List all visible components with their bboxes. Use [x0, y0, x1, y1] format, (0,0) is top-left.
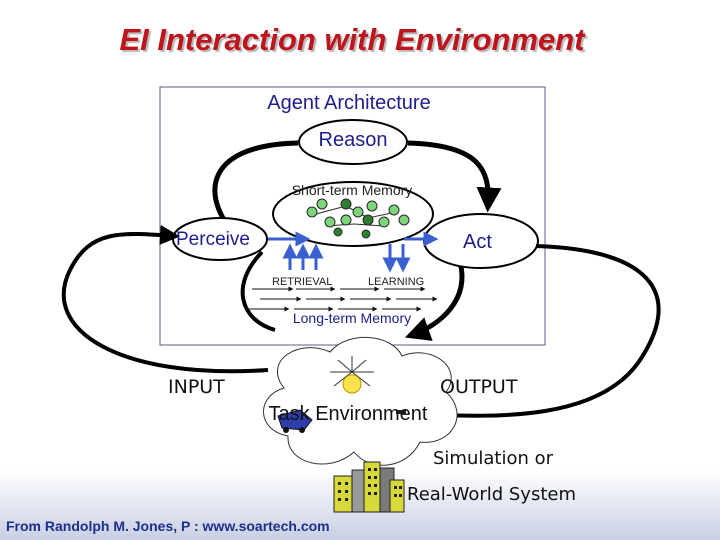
vehicle-icon — [277, 409, 313, 433]
reason-label: Reason — [318, 129, 388, 151]
task-environment-label: Task Environment — [268, 403, 428, 425]
long-term-memory-label: Long-term Memory — [292, 310, 412, 326]
sun-icon — [330, 356, 374, 394]
cycle-loop-right — [407, 140, 502, 213]
act-to-ltm-curve — [404, 261, 465, 341]
long-term-memory-rules — [248, 286, 438, 312]
short-term-memory-label: Short-term Memory — [291, 182, 413, 198]
environment-cloud — [263, 337, 458, 466]
simulation-label: Simulation or — [433, 448, 554, 469]
memory-graph — [306, 198, 410, 239]
reason-oval — [298, 119, 408, 165]
learning-label: LEARNING — [368, 276, 425, 288]
agent-architecture-label: Agent Architecture — [267, 92, 431, 114]
perceive-label: Perceive — [176, 229, 250, 250]
building-windows — [338, 468, 402, 501]
output-label: OUTPUT — [440, 376, 518, 398]
blue-arrows — [268, 231, 439, 273]
perceive-to-ltm-curve — [240, 250, 276, 332]
retrieval-label: RETRIEVAL — [272, 276, 333, 288]
output-loop — [414, 244, 661, 425]
source-credit: From Randolph M. Jones, P : www.soartech… — [6, 518, 330, 534]
input-label: INPUT — [168, 376, 225, 398]
output-connector-mark — [396, 410, 406, 414]
real-world-label: Real-World System — [407, 484, 576, 505]
input-loop — [61, 224, 269, 374]
act-label: Act — [463, 231, 492, 253]
page-title: EI Interaction with Environment — [119, 22, 585, 57]
